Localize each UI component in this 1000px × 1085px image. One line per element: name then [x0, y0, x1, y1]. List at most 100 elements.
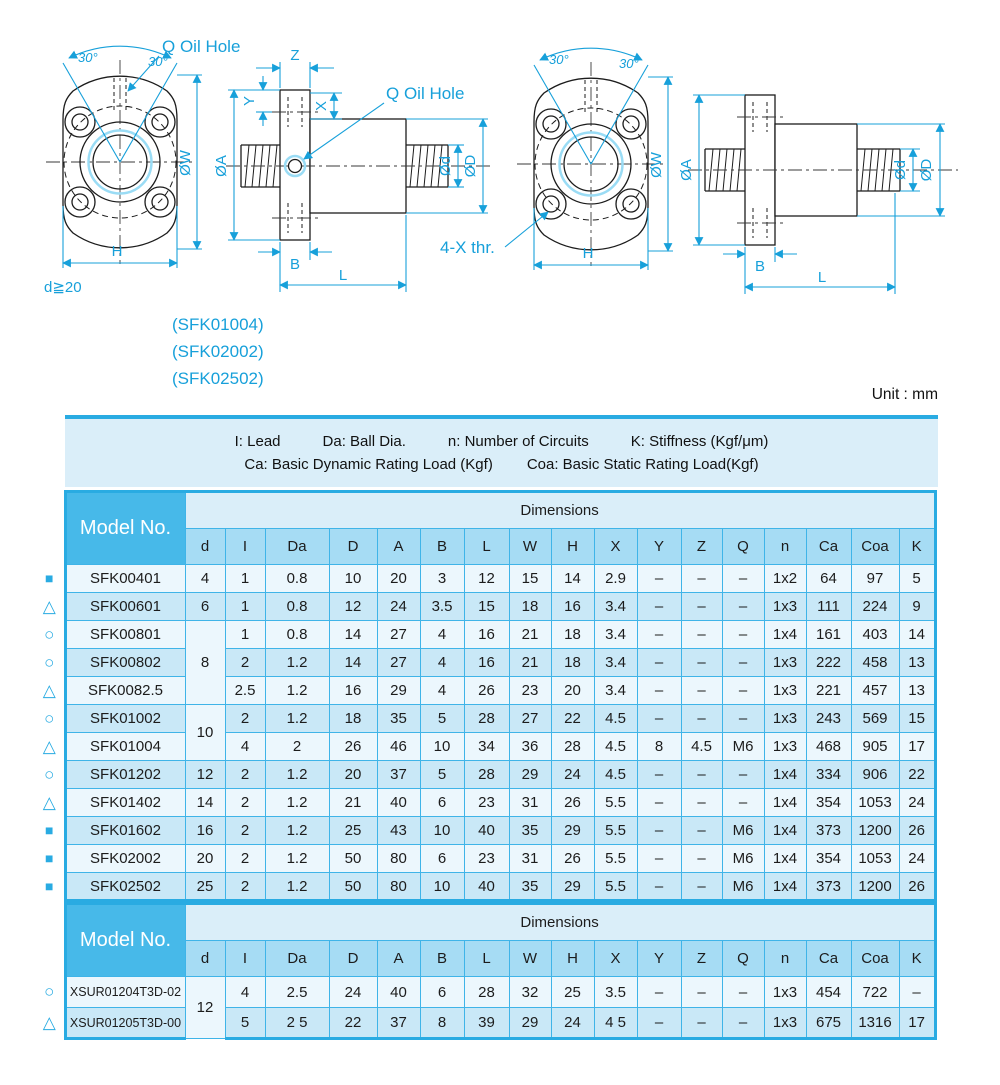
- value-cell: 15: [463, 592, 510, 621]
- side-view-right: ØA Ød ØD B L: [678, 94, 958, 294]
- value-cell: 111: [805, 592, 852, 621]
- value-cell: –: [636, 564, 682, 593]
- value-cell: 6: [419, 844, 465, 873]
- value-cell: –: [721, 788, 765, 817]
- value-cell: M6: [721, 816, 765, 845]
- value-cell: 16: [463, 648, 510, 677]
- legend-item: Da: Ball Dia.: [322, 433, 406, 450]
- value-cell: 3.5: [419, 592, 465, 621]
- value-cell: 454: [805, 976, 852, 1008]
- column-header-H: H: [550, 940, 595, 977]
- column-header-L: L: [463, 528, 510, 565]
- side-view-left: Q Oil Hole ØA Z Y X Ød Ø: [213, 47, 492, 292]
- value-cell: 6: [419, 976, 465, 1008]
- value-cell: –: [898, 976, 937, 1008]
- value-cell: 8: [419, 1007, 465, 1040]
- value-cell: 21: [328, 788, 378, 817]
- dimensions-header: Dimensions: [184, 490, 937, 529]
- value-cell: 458: [850, 648, 900, 677]
- column-header-D: D: [328, 528, 378, 565]
- value-cell: 25: [550, 976, 595, 1008]
- column-header-Q: Q: [721, 940, 765, 977]
- row-marker-square: ■: [45, 570, 54, 586]
- value-cell: 50: [328, 872, 378, 902]
- marker-spacer: [35, 528, 65, 565]
- value-cell: 0.8: [264, 592, 330, 621]
- value-cell: 31: [508, 844, 552, 873]
- row-marker-square: ■: [45, 822, 54, 838]
- row-marker-circle: ○: [44, 708, 55, 728]
- value-cell: 80: [376, 872, 421, 902]
- value-cell: 24: [898, 788, 937, 817]
- value-cell: 20: [328, 760, 378, 789]
- value-cell: 22: [550, 704, 595, 733]
- value-cell: 28: [550, 732, 595, 761]
- column-header-Da: Da: [264, 528, 330, 565]
- value-cell: 25: [184, 872, 226, 902]
- value-cell: –: [680, 676, 723, 705]
- row-marker-circle: ○: [44, 624, 55, 644]
- value-cell: –: [636, 620, 682, 649]
- value-cell: 5: [419, 704, 465, 733]
- marker-cell: ○: [35, 976, 65, 1008]
- value-cell: 468: [805, 732, 852, 761]
- value-cell: 354: [805, 788, 852, 817]
- value-cell: 40: [376, 976, 421, 1008]
- column-header-B: B: [419, 940, 465, 977]
- marker-cell: ○: [35, 648, 65, 677]
- value-cell: 1x3: [763, 1007, 807, 1040]
- value-cell: –: [636, 592, 682, 621]
- model-cell: SFK01202: [63, 760, 186, 789]
- value-cell: 3.4: [593, 648, 638, 677]
- column-header-W: W: [508, 528, 552, 565]
- value-cell: 26: [463, 676, 510, 705]
- value-cell: –: [680, 788, 723, 817]
- value-cell: 3: [419, 564, 465, 593]
- x-label: X: [313, 101, 330, 111]
- value-cell: 1: [224, 564, 266, 593]
- value-cell: 675: [805, 1007, 852, 1040]
- value-cell: 3.4: [593, 592, 638, 621]
- angle-label: 30°: [148, 54, 168, 69]
- value-cell: 4 5: [593, 1007, 638, 1040]
- model-cell: SFK02002: [63, 844, 186, 873]
- value-cell: 2: [224, 872, 266, 902]
- value-cell: 0.8: [264, 564, 330, 593]
- column-header-I: I: [224, 940, 266, 977]
- marker-cell: ■: [35, 564, 65, 593]
- value-cell: –: [636, 676, 682, 705]
- value-cell: 1x3: [763, 676, 807, 705]
- value-cell: 6: [184, 592, 226, 621]
- value-cell: –: [680, 760, 723, 789]
- value-cell: 1x4: [763, 760, 807, 789]
- legend-item: Ca: Basic Dynamic Rating Load (Kgf): [244, 456, 493, 473]
- column-header-Da: Da: [264, 940, 330, 977]
- value-cell: 5: [898, 564, 937, 593]
- value-cell: 16: [550, 592, 595, 621]
- value-cell: 2.9: [593, 564, 638, 593]
- value-cell: 4.5: [593, 732, 638, 761]
- row-marker-square: ■: [45, 878, 54, 894]
- column-header-Coa: Coa: [850, 940, 900, 977]
- model-cell: SFK01402: [63, 788, 186, 817]
- value-cell: –: [636, 844, 682, 873]
- column-header-d: d: [184, 940, 226, 977]
- column-header-I: I: [224, 528, 266, 565]
- model-note: (SFK01004): [172, 315, 264, 334]
- column-header-Z: Z: [680, 528, 723, 565]
- value-cell: –: [680, 1007, 723, 1040]
- value-cell: 4: [224, 976, 266, 1008]
- oil-hole-label: Q Oil Hole: [162, 37, 240, 56]
- value-cell: –: [721, 760, 765, 789]
- value-cell: 1: [224, 620, 266, 649]
- value-cell: 1200: [850, 816, 900, 845]
- value-cell: –: [636, 976, 682, 1008]
